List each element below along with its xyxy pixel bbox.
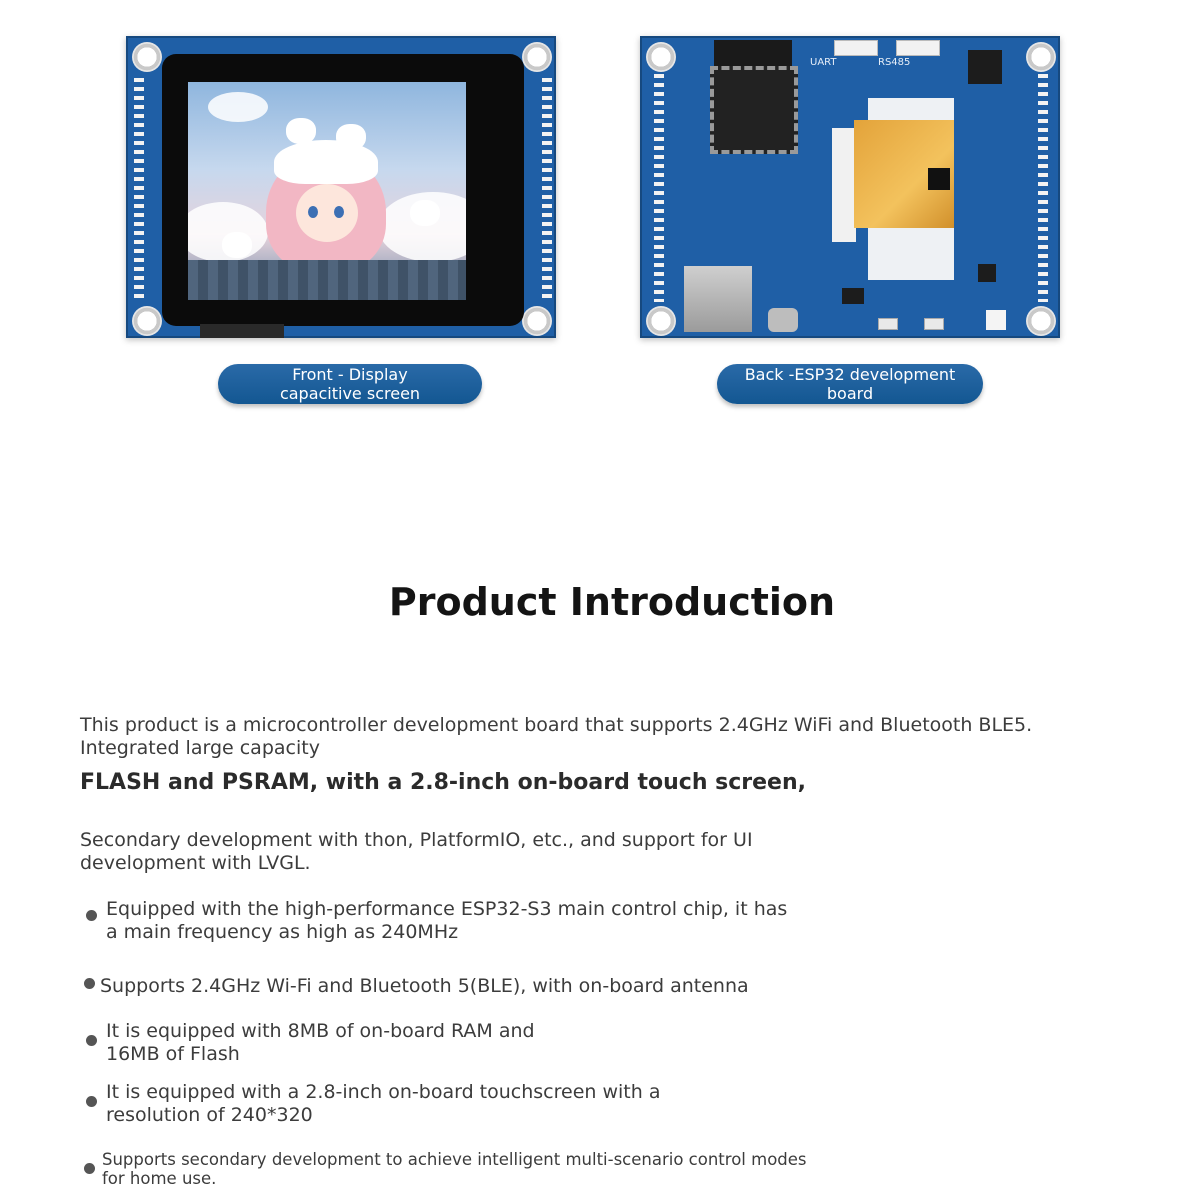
cat-icon <box>222 232 252 258</box>
rs485-connector <box>896 40 940 56</box>
cat-icon <box>286 118 316 144</box>
page-title: Product Introduction <box>388 580 836 624</box>
uart-label: UART <box>810 57 837 68</box>
front-caption-line1: Front - Display <box>292 365 408 384</box>
feature-line-1: It is equipped with a 2.8-inch on-board … <box>106 1081 661 1103</box>
feature-line-2: 16MB of Flash <box>106 1043 240 1065</box>
secondary-line-2: development with LVGL. <box>80 852 311 874</box>
small-chip <box>842 288 864 304</box>
illustration-hat <box>274 140 378 184</box>
feature-item: It is equipped with a 2.8-inch on-board … <box>106 1081 660 1127</box>
pin-header-left <box>654 74 664 302</box>
usb-c-port <box>768 308 798 332</box>
uart-connector <box>834 40 878 56</box>
intro-paragraph: This product is a microcontroller develo… <box>80 714 1032 760</box>
feature-line-1: Supports secondary development to achiev… <box>102 1150 807 1169</box>
fpc-connector <box>200 324 284 338</box>
feature-line-1: It is equipped with 8MB of on-board RAM … <box>106 1020 535 1042</box>
mounting-hole <box>132 306 162 336</box>
feature-item: It is equipped with 8MB of on-board RAM … <box>106 1020 535 1066</box>
intro-bold-line: FLASH and PSRAM, with a 2.8-inch on-boar… <box>80 770 806 795</box>
mounting-hole <box>522 42 552 72</box>
front-board-image <box>126 36 556 338</box>
intro-line-1: This product is a microcontroller develo… <box>80 714 1033 736</box>
cat-icon <box>336 124 366 150</box>
back-caption-line1: Back -ESP32 development <box>744 365 956 384</box>
bullet-icon <box>86 1035 97 1046</box>
regulator-chip <box>968 50 1002 84</box>
back-caption-line2: board <box>826 384 874 403</box>
feature-item: Supports secondary development to achiev… <box>102 1150 807 1188</box>
reset-button <box>878 318 898 330</box>
mounting-hole <box>646 306 676 336</box>
pin-header-right <box>542 78 552 300</box>
front-caption-line2: capacitive screen <box>279 384 421 403</box>
mounting-hole <box>1026 306 1056 336</box>
lcd-backside <box>868 228 954 280</box>
bullet-icon <box>84 978 95 989</box>
intro-line-2: Integrated large capacity <box>80 737 320 759</box>
mounting-hole <box>132 42 162 72</box>
secondary-paragraph: Secondary development with thon, Platfor… <box>80 829 753 875</box>
lcd-backside <box>868 98 954 122</box>
illustration-roof <box>188 260 466 300</box>
secondary-line-1: Secondary development with thon, Platfor… <box>80 829 753 851</box>
front-caption-pill: Front - Display capacitive screen <box>218 364 482 404</box>
cat-icon <box>410 200 440 226</box>
bullet-icon <box>84 1163 95 1174</box>
antenna-module <box>714 40 792 66</box>
rgb-led <box>986 310 1006 330</box>
small-chip <box>978 264 996 282</box>
feature-item: Supports 2.4GHz Wi-Fi and Bluetooth 5(BL… <box>100 975 749 998</box>
pin-header-right <box>1038 74 1048 302</box>
rs485-label: RS485 <box>878 57 911 68</box>
feature-item: Equipped with the high-performance ESP32… <box>106 898 787 944</box>
feature-line-2: a main frequency as high as 240MHz <box>106 921 459 943</box>
boot-button <box>924 318 944 330</box>
lcd-flex-cable <box>854 120 954 228</box>
bullet-icon <box>86 910 97 921</box>
back-board-image: UART RS485 <box>640 36 1060 338</box>
mounting-hole <box>1026 42 1056 72</box>
feature-line-2: resolution of 240*320 <box>106 1104 313 1126</box>
mounting-hole <box>522 306 552 336</box>
mounting-hole <box>646 42 676 72</box>
back-caption-pill: Back -ESP32 development board <box>717 364 983 404</box>
lcd-bezel <box>162 54 524 326</box>
feature-line-1: Supports 2.4GHz Wi-Fi and Bluetooth 5(BL… <box>100 975 749 997</box>
sd-card-slot <box>684 266 752 332</box>
bullet-icon <box>86 1096 97 1107</box>
feature-line-2: for home use. <box>102 1169 217 1188</box>
lcd-driver-chip <box>928 168 950 190</box>
esp32-chip <box>710 66 798 154</box>
ffc-connector <box>832 128 856 242</box>
pin-header-left <box>134 78 144 300</box>
lcd-display-image <box>188 82 466 300</box>
illustration-face <box>296 184 358 242</box>
feature-line-1: Equipped with the high-performance ESP32… <box>106 898 788 920</box>
